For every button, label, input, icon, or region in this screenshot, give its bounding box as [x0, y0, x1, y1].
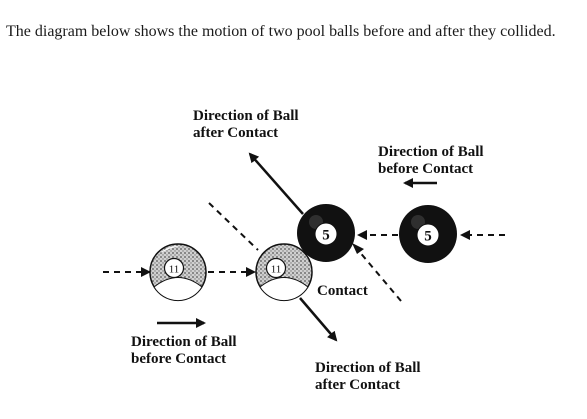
ball11-before-label: Direction of Ball before Contact — [131, 334, 237, 368]
ball5-after-label: Direction of Ball after Contact — [193, 108, 299, 142]
contact-dashed-line — [357, 249, 402, 302]
ball5-before: 5 — [399, 205, 457, 263]
ball11-after-label-line2: after Contact — [315, 377, 401, 393]
ball5-before-label-line1: Direction of Ball — [378, 144, 484, 160]
ball5-after-direction-line — [248, 152, 304, 215]
ball5-incoming-arrowhead — [460, 230, 470, 240]
ball5-before-number: 5 — [424, 229, 432, 245]
contact-label: Contact — [317, 283, 368, 299]
ball11-before-number: 11 — [169, 264, 180, 276]
ball5-after-label-line2: after Contact — [193, 125, 279, 141]
ball5-before-label: Direction of Ball before Contact — [378, 144, 484, 178]
ball11-after-label-line1: Direction of Ball — [315, 360, 421, 376]
ball5-contact-number: 5 — [322, 228, 330, 244]
ball11-after-direction-line — [299, 297, 338, 342]
ball11-before: 11 — [149, 243, 207, 302]
ball11-contact-number: 11 — [271, 264, 282, 276]
ball11-after-label: Direction of Ball after Contact — [315, 360, 421, 394]
ball11-mid-arrowhead — [246, 267, 256, 277]
ball11-before-label-line2: before Contact — [131, 351, 227, 367]
ball11-before-label-line1: Direction of Ball — [131, 334, 237, 350]
ball11-incoming-arrowhead — [141, 267, 151, 277]
ball11-contact: 11 — [255, 243, 313, 302]
ball5-before-label-line2: before Contact — [378, 161, 474, 177]
contact-arrowhead — [352, 243, 364, 254]
ball11-reference-dashed-line — [208, 202, 259, 251]
ball5-contact: 5 — [297, 204, 355, 262]
ball5-mid-arrowhead — [357, 230, 367, 240]
intro-text: The diagram below shows the motion of tw… — [6, 23, 556, 40]
ball5-after-label-line1: Direction of Ball — [193, 108, 299, 124]
